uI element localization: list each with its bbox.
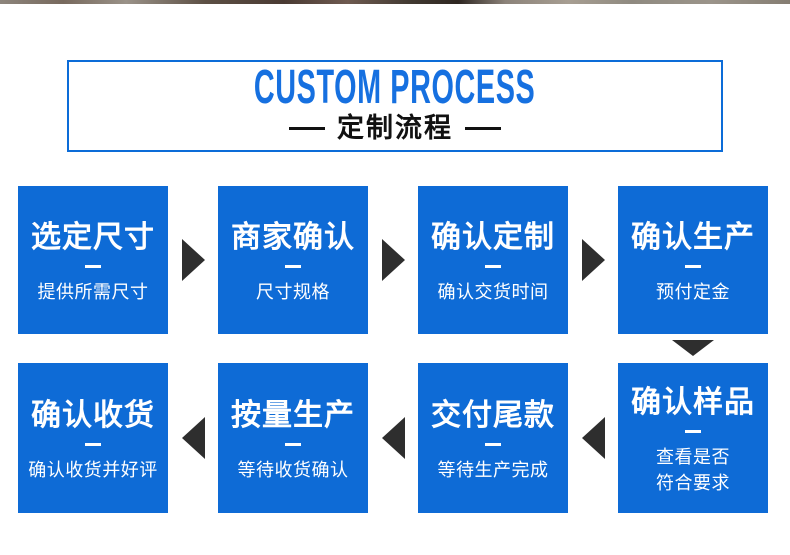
subtitle-dash-right — [465, 126, 501, 130]
step-subtitle: 尺寸规格 — [256, 281, 330, 302]
process-step-4: 确认生产 预付定金 — [618, 186, 768, 334]
process-step-5: 确认样品 查看是否 符合要求 — [618, 363, 768, 513]
arrow-left-icon — [382, 417, 405, 459]
photo-bottom-edge — [0, 0, 790, 4]
process-step-1: 选定尺寸 提供所需尺寸 — [18, 186, 168, 334]
step-divider — [685, 264, 701, 268]
step-divider — [285, 442, 301, 446]
step-title: 确认样品 — [631, 385, 755, 419]
section-subtitle-row: 定制流程 — [69, 113, 721, 143]
subtitle-dash-left — [289, 126, 325, 130]
step-divider — [685, 429, 701, 433]
step-divider — [485, 264, 501, 268]
process-step-2: 商家确认 尺寸规格 — [218, 186, 368, 334]
step-subtitle: 查看是否 — [656, 446, 730, 467]
step-title: 选定尺寸 — [31, 220, 155, 254]
step-title: 确认收货 — [31, 398, 155, 432]
section-header: CUSTOM PROCESS 定制流程 — [67, 60, 723, 152]
step-title: 按量生产 — [231, 398, 355, 432]
arrow-right-icon — [382, 239, 405, 281]
step-divider — [85, 264, 101, 268]
arrow-down-icon — [672, 340, 714, 356]
process-step-7: 按量生产 等待收货确认 — [218, 363, 368, 513]
step-subtitle: 确认收货并好评 — [28, 459, 158, 480]
section-title-chinese: 定制流程 — [337, 113, 453, 143]
step-title: 商家确认 — [231, 220, 355, 254]
arrow-left-icon — [582, 417, 605, 459]
step-title: 确认定制 — [431, 220, 555, 254]
step-divider — [485, 442, 501, 446]
step-divider — [85, 442, 101, 446]
step-subtitle: 确认交货时间 — [437, 281, 549, 302]
arrow-right-icon — [182, 239, 205, 281]
step-divider — [285, 264, 301, 268]
arrow-right-icon — [582, 239, 605, 281]
step-subtitle-line2: 符合要求 — [656, 472, 730, 493]
step-subtitle: 预付定金 — [656, 281, 730, 302]
step-subtitle: 提供所需尺寸 — [37, 281, 149, 302]
section-title-english: CUSTOM PROCESS — [254, 61, 536, 114]
arrow-left-icon — [182, 417, 205, 459]
process-step-6: 交付尾款 等待生产完成 — [418, 363, 568, 513]
step-title: 交付尾款 — [431, 398, 555, 432]
process-step-3: 确认定制 确认交货时间 — [418, 186, 568, 334]
step-subtitle: 等待收货确认 — [237, 459, 349, 480]
process-step-8: 确认收货 确认收货并好评 — [18, 363, 168, 513]
step-title: 确认生产 — [631, 220, 755, 254]
step-subtitle: 等待生产完成 — [437, 459, 549, 480]
